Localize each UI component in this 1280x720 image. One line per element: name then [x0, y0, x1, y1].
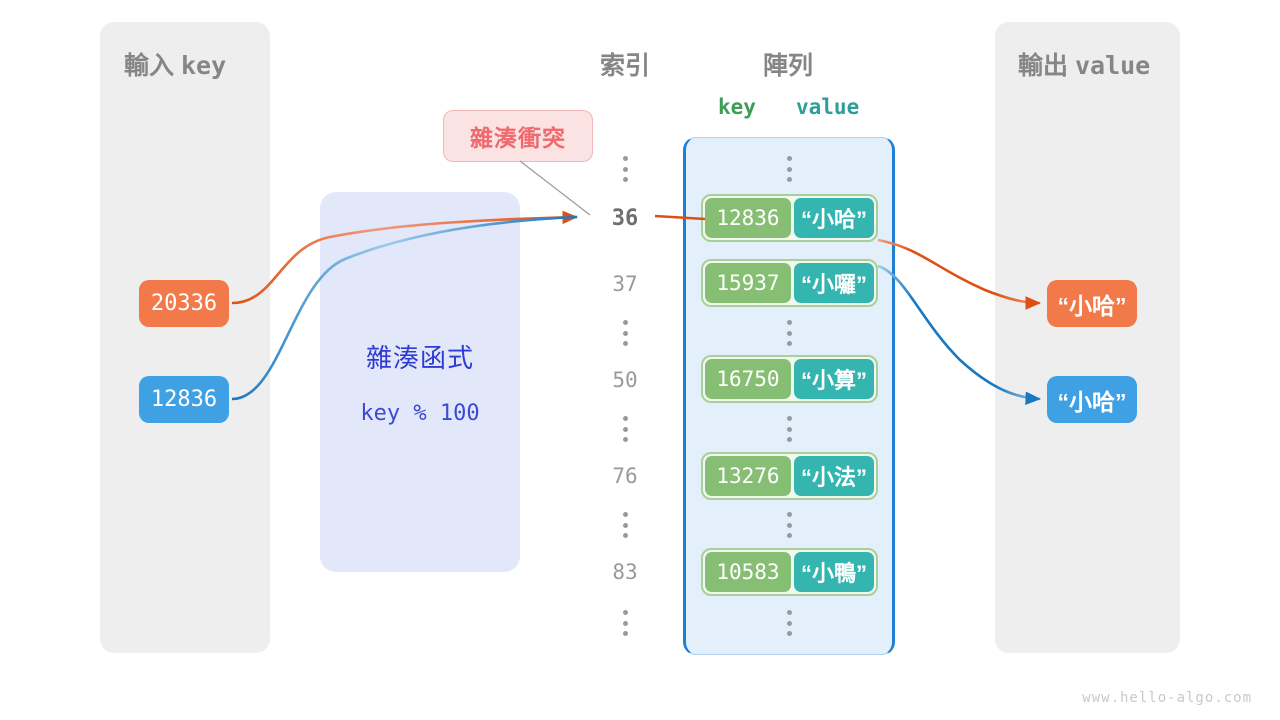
- bucket-key: 15937: [705, 263, 791, 303]
- bucket-row[interactable]: 15937 “小囉”: [701, 259, 878, 307]
- bucket-value: “小法”: [793, 456, 874, 496]
- bucket-value: “小哈”: [793, 198, 874, 238]
- array-ellipsis: [754, 512, 824, 538]
- watermark: www.hello-algo.com: [1082, 690, 1252, 706]
- index-ellipsis: [590, 320, 660, 346]
- bucket-value: “小囉”: [793, 263, 874, 303]
- index-ellipsis: [590, 512, 660, 538]
- hash-function-title: 雜湊函式: [365, 343, 474, 373]
- index-label-83: 83: [612, 560, 638, 584]
- bucket-value: “小算”: [793, 359, 874, 399]
- index-label-50: 50: [612, 368, 638, 392]
- bucket-row[interactable]: 12836 “小哈”: [701, 194, 878, 242]
- output-value-blue[interactable]: “小哈”: [1047, 376, 1137, 423]
- array-ellipsis: [754, 416, 824, 442]
- index-ellipsis: [590, 610, 660, 636]
- input-panel: [100, 22, 270, 653]
- input-key-20336[interactable]: 20336: [139, 280, 229, 327]
- array-ellipsis: [754, 610, 824, 636]
- input-panel-title-cjk: 輸入: [124, 52, 175, 80]
- bucket-key: 10583: [705, 552, 791, 592]
- index-ellipsis: [590, 416, 660, 442]
- input-key-label: 20336: [150, 291, 218, 316]
- index-label-36: 36: [611, 206, 639, 231]
- hash-function-box: 雜湊函式 key % 100: [320, 192, 520, 572]
- output-panel-title-mono: value: [1074, 51, 1151, 80]
- input-key-label: 12836: [150, 387, 218, 412]
- output-value-orange[interactable]: “小哈”: [1047, 280, 1137, 327]
- bucket-row[interactable]: 13276 “小法”: [701, 452, 878, 500]
- output-panel-title: 輸出 value: [1018, 46, 1150, 82]
- index-label-37: 37: [612, 272, 638, 296]
- output-value-label: “小哈”: [1057, 292, 1127, 319]
- bucket-key: 12836: [705, 198, 791, 238]
- output-panel-title-cjk: 輸出: [1018, 52, 1069, 80]
- array-ellipsis: [754, 320, 824, 346]
- bucket-value: “小鴨”: [793, 552, 874, 592]
- key-column-heading: key: [718, 95, 756, 119]
- output-panel: [995, 22, 1180, 653]
- input-panel-title-mono: key: [180, 51, 227, 80]
- array-ellipsis: [754, 156, 824, 182]
- bucket-row[interactable]: 16750 “小算”: [701, 355, 878, 403]
- index-ellipsis: [590, 156, 660, 182]
- input-key-12836[interactable]: 12836: [139, 376, 229, 423]
- collision-callout: 雜湊衝突: [443, 110, 593, 162]
- value-column-heading: value: [796, 95, 860, 119]
- array-column-heading: 陣列: [762, 52, 813, 80]
- index-label-76: 76: [612, 464, 638, 488]
- bucket-row[interactable]: 10583 “小鴨”: [701, 548, 878, 596]
- output-value-label: “小哈”: [1057, 388, 1127, 415]
- bucket-key: 13276: [705, 456, 791, 496]
- bucket-key: 16750: [705, 359, 791, 399]
- collision-callout-label: 雜湊衝突: [470, 125, 566, 151]
- hash-function-formula: key % 100: [360, 401, 480, 426]
- index-column-heading: 索引: [599, 52, 650, 80]
- collision-leader-line: [519, 160, 591, 216]
- input-panel-title: 輸入 key: [124, 46, 226, 82]
